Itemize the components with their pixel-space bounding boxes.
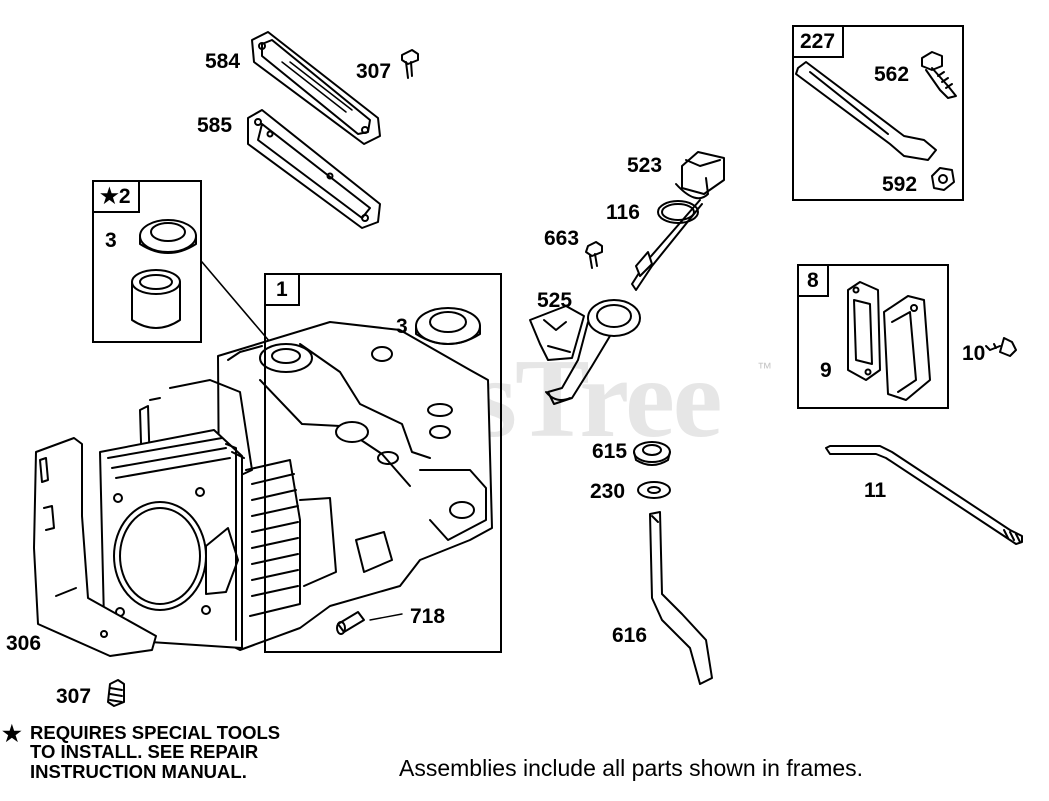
label-307-top: 307 — [356, 60, 392, 83]
part-3-seal-block — [415, 307, 481, 345]
label-307-bottom: 307 — [56, 685, 92, 708]
assemblies-footer-note: Assemblies include all parts shown in fr… — [399, 755, 864, 781]
part-307-bolt-top — [401, 49, 419, 79]
part-663-screw — [585, 241, 603, 269]
kit-1-label: 1 — [264, 273, 300, 306]
label-10: 10 — [962, 342, 986, 365]
part-718-dowel-pin — [336, 611, 403, 635]
part-116-o-ring — [657, 200, 699, 224]
part-307-bolt-bottom — [107, 679, 125, 707]
note-line-3: INSTRUCTION MANUAL. — [30, 760, 247, 782]
note-line-2: TO INSTALL. SEE REPAIR — [30, 741, 259, 763]
part-616-shaft — [649, 511, 713, 685]
label-584: 584 — [205, 50, 241, 73]
label-592: 592 — [882, 173, 918, 196]
label-585: 585 — [197, 114, 233, 137]
part-3-seal-kit2 — [139, 219, 197, 254]
label-562: 562 — [874, 63, 910, 86]
label-11: 11 — [864, 479, 887, 502]
label-3-kit2: 3 — [105, 229, 117, 252]
part-585-gasket — [247, 109, 381, 229]
kit-8-label: 8 — [797, 264, 829, 297]
part-10-screw — [985, 337, 1017, 357]
label-3-block: 3 — [396, 315, 408, 338]
star-icon: ★ — [2, 721, 22, 746]
label-615: 615 — [592, 440, 628, 463]
part-525-dipstick-tube — [529, 299, 641, 405]
part-230-washer — [637, 481, 671, 499]
part-dipstick-blade — [631, 199, 703, 291]
part-592-nut — [931, 167, 955, 191]
label-718: 718 — [410, 605, 446, 628]
callout-line-kit2 — [201, 261, 271, 343]
part-bushing-kit2 — [131, 269, 181, 329]
part-1-cylinder-block — [99, 321, 493, 651]
part-227-link-arm — [795, 61, 937, 161]
kit-1-frame: 1 — [264, 273, 502, 653]
trademark-symbol: ™ — [757, 360, 772, 377]
kit-227-label: 227 — [792, 25, 845, 58]
special-tools-note: ★ REQUIRES SPECIAL TOOLS TO INSTALL. SEE… — [2, 722, 340, 782]
label-306: 306 — [6, 632, 42, 655]
note-line-1: REQUIRES SPECIAL TOOLS — [30, 722, 281, 743]
kit-2-label: ★2 — [92, 180, 140, 213]
part-11-rod — [825, 445, 1023, 545]
part-523-dipstick-cap — [675, 151, 725, 200]
label-116: 116 — [606, 201, 640, 224]
part-584-plate — [251, 31, 381, 145]
label-525: 525 — [537, 289, 573, 312]
kit-2-frame: ★2 — [92, 180, 202, 343]
label-9: 9 — [820, 359, 832, 382]
part-615-seal — [633, 441, 671, 466]
kit-227-frame: 227 — [792, 25, 964, 201]
part-306-air-guide — [33, 437, 157, 657]
label-230: 230 — [590, 480, 626, 503]
label-663: 663 — [544, 227, 580, 250]
kit-8-frame: 8 — [797, 264, 949, 409]
part-9-gasket — [847, 281, 881, 381]
label-616: 616 — [612, 624, 648, 647]
part-8-cover — [883, 295, 931, 401]
label-523: 523 — [627, 154, 663, 177]
part-562-bolt — [921, 51, 957, 99]
